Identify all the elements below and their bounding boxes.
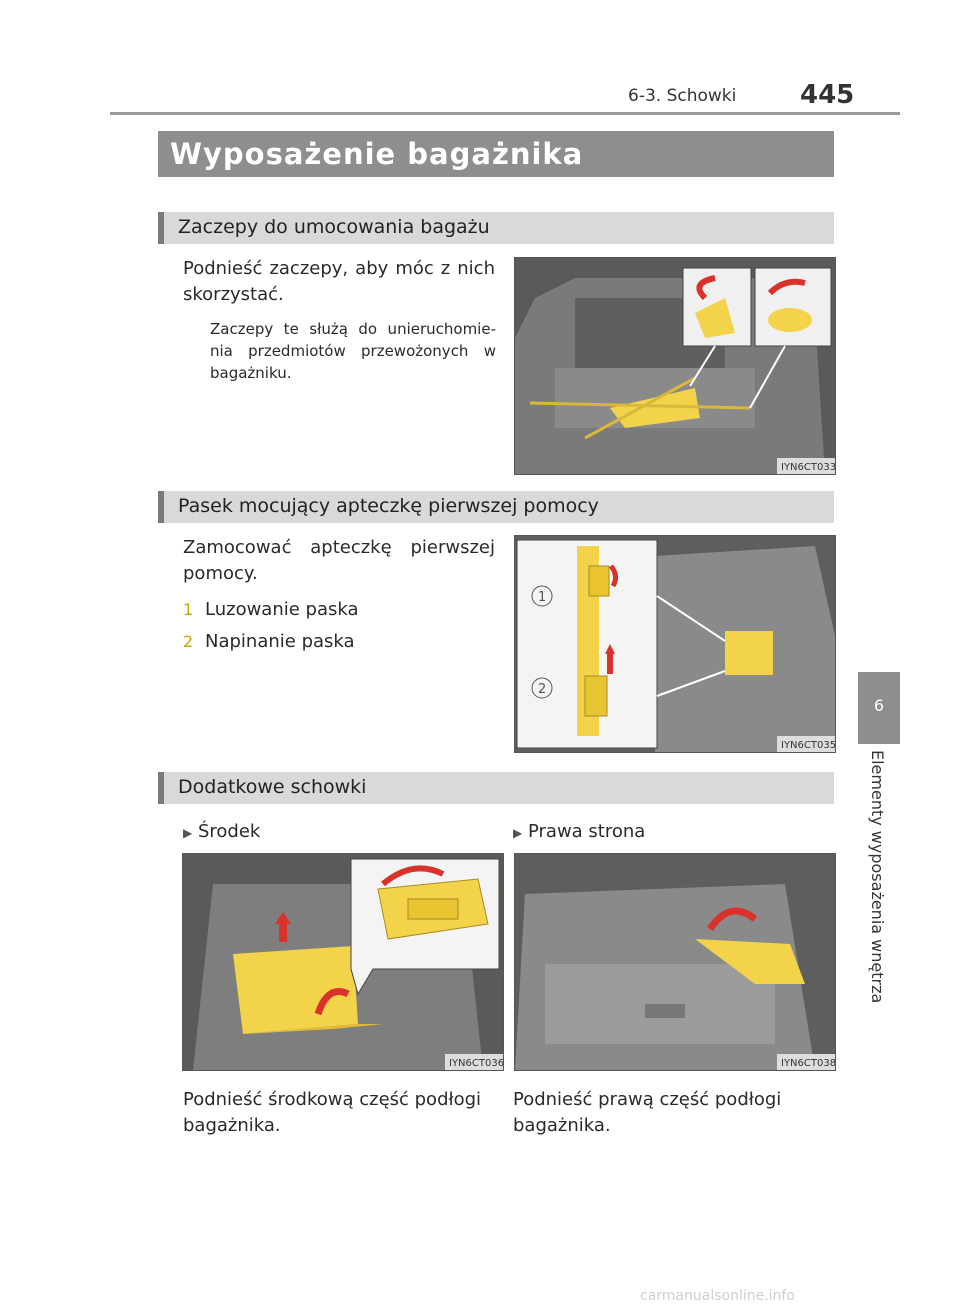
triangle-bullet-icon: ▶ [183,826,193,840]
image-code: IYN6CT033 [781,462,835,473]
section-header: 6-3. Schowki [628,86,737,106]
section-heading-hooks: Zaczepy do umocowania bagażu [158,212,834,244]
label-text: Środek [197,821,261,842]
chapter-label: Elementy wyposażenia wnętrza [868,750,887,1004]
image-label-2: 2 [538,682,546,697]
image-code: IYN6CT036 [449,1058,503,1069]
hooks-instruction: Podnieść zaczepy, aby móc z nich skorzys… [183,258,495,305]
right-storage-svg: IYN6CT038 [515,854,835,1070]
right-storage-illustration: IYN6CT038 [514,853,836,1071]
hooks-note: Zaczepy te służą do unieruchomie-nia prz… [210,320,496,382]
image-code: IYN6CT035 [781,740,835,751]
chapter-tab [858,672,900,744]
center-storage-illustration: IYN6CT036 [182,853,504,1071]
section-heading-strap: Pasek mocujący apteczkę pierwszej pomocy [158,491,834,523]
header-rule [110,112,900,115]
list-item: 2 Napinanie paska [183,629,355,655]
chapter-number: 6 [873,696,885,715]
title-bar [158,131,834,177]
hooks-illustration: IYN6CT033 [514,257,836,475]
image-code: IYN6CT038 [781,1058,835,1069]
section-heading-storage: Dodatkowe schowki [158,772,834,804]
strap-instruction: Zamocować apteczkę pierwszej pomocy. [183,537,495,584]
section-heading-text: Zaczepy do umocowania bagażu [178,216,490,238]
right-caption: Podnieść prawą część podłogi bagażnika. [513,1089,782,1136]
item-label: Napinanie paska [205,631,355,652]
storage-center-label: ▶ Środek [183,819,260,846]
list-item: 1 Luzowanie paska [183,597,359,623]
center-caption: Podnieść środkową część podłogi bagażnik… [183,1089,482,1136]
strap-illustration: 1 2 IYN6CT035 [514,535,836,753]
triangle-bullet-icon: ▶ [513,826,523,840]
hooks-illustration-svg: IYN6CT033 [515,258,835,474]
strap-illustration-svg: 1 2 IYN6CT035 [515,536,835,752]
image-label-1: 1 [538,590,546,605]
label-text: Prawa strona [527,821,646,842]
section-heading-text: Dodatkowe schowki [178,776,367,798]
page-title: Wyposażenie bagażnika [170,137,584,171]
storage-right-label: ▶ Prawa strona [513,819,645,846]
section-heading-text: Pasek mocujący apteczkę pierwszej pomocy [178,495,599,517]
center-storage-svg: IYN6CT036 [183,854,503,1070]
watermark: carmanualsonline.info [640,1288,795,1304]
page-number: 445 [800,80,855,110]
item-label: Luzowanie paska [205,599,359,620]
item-number: 2 [183,632,194,651]
item-number: 1 [183,600,194,619]
